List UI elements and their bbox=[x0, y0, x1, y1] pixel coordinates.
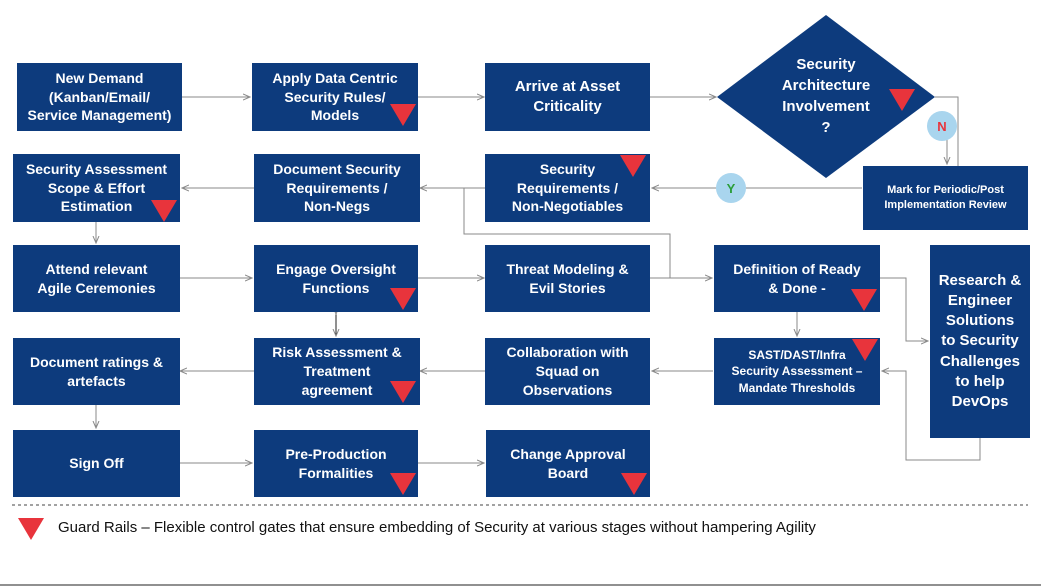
box-collaboration-label: Collaboration with Squad on Observations bbox=[506, 344, 629, 398]
arrow-ready-to-research bbox=[880, 277, 928, 341]
guard-rail-icon bbox=[851, 289, 877, 311]
box-sec-requirements-label: Security Requirements / Non-Negotiables bbox=[511, 160, 624, 215]
box-sec-assessment-scope-label: Security Assessment Scope & Effort Estim… bbox=[25, 160, 168, 215]
box-doc-ratings: Document ratings & artefacts bbox=[13, 338, 180, 405]
guard-rail-icon bbox=[621, 473, 647, 495]
guard-rail-icon bbox=[390, 473, 416, 495]
box-mark-periodic: Mark for Periodic/Post Implementation Re… bbox=[863, 166, 1028, 230]
box-definition-ready-label: Definition of Ready & Done - bbox=[733, 260, 861, 296]
guard-rail-icon bbox=[390, 381, 416, 403]
box-sign-off-label: Sign Off bbox=[69, 455, 124, 472]
box-risk-assessment-label: Risk Assessment & Treatment agreement bbox=[272, 344, 402, 398]
box-attend-agile-label: Attend relevant Agile Ceremonies bbox=[37, 260, 156, 296]
yes-branch-badge: Y bbox=[716, 173, 746, 203]
box-doc-sec-requirements: Document Security Requirements / Non-Neg… bbox=[254, 154, 420, 222]
box-change-approval: Change Approval Board bbox=[486, 430, 650, 497]
box-new-demand-label: New Demand (Kanban/Email/ Service Manage… bbox=[27, 69, 172, 124]
guard-rail-legend-icon bbox=[18, 518, 44, 540]
no-branch-label: N bbox=[937, 118, 947, 134]
box-sast-dast: SAST/DAST/Infra Security Assessment – Ma… bbox=[714, 338, 880, 405]
box-sec-requirements: Security Requirements / Non-Negotiables bbox=[485, 154, 650, 222]
box-definition-ready: Definition of Ready & Done - bbox=[714, 245, 880, 312]
guard-rail-icon bbox=[620, 155, 646, 177]
yes-branch-label: Y bbox=[726, 180, 736, 196]
box-apply-rules: Apply Data Centric Security Rules/ Model… bbox=[252, 63, 418, 131]
guard-rail-icon bbox=[390, 104, 416, 126]
box-threat-modeling-label: Threat Modeling & Evil Stories bbox=[506, 260, 629, 296]
box-engage-oversight: Engage Oversight Functions bbox=[254, 245, 418, 312]
box-research: Research & Engineer Solutions to Securit… bbox=[930, 245, 1030, 438]
box-collaboration: Collaboration with Squad on Observations bbox=[485, 338, 650, 405]
no-branch-badge: N bbox=[927, 111, 957, 141]
guard-rail-icon bbox=[151, 200, 177, 222]
box-asset-criticality-label: Arrive at Asset Criticality bbox=[514, 77, 621, 115]
box-asset-criticality: Arrive at Asset Criticality bbox=[485, 63, 650, 131]
legend-text: Guard Rails – Flexible control gates tha… bbox=[58, 519, 816, 536]
box-doc-sec-requirements-label: Document Security Requirements / Non-Neg… bbox=[273, 160, 401, 215]
arrow-research-to-sast bbox=[882, 371, 981, 461]
box-change-approval-label: Change Approval Board bbox=[510, 445, 626, 481]
box-sign-off: Sign Off bbox=[13, 430, 180, 497]
box-attend-agile: Attend relevant Agile Ceremonies bbox=[13, 245, 180, 312]
box-sast-dast-label: SAST/DAST/Infra Security Assessment – Ma… bbox=[731, 348, 863, 395]
box-sec-assessment-scope: Security Assessment Scope & Effort Estim… bbox=[13, 154, 180, 222]
box-risk-assessment: Risk Assessment & Treatment agreement bbox=[254, 338, 420, 405]
guard-rail-icon bbox=[889, 89, 915, 111]
box-threat-modeling: Threat Modeling & Evil Stories bbox=[485, 245, 650, 312]
box-doc-ratings-label: Document ratings & artefacts bbox=[29, 353, 163, 389]
box-pre-production-label: Pre-Production Formalities bbox=[285, 445, 387, 481]
box-research-label: Research & Engineer Solutions to Securit… bbox=[938, 271, 1022, 411]
guard-rail-icon bbox=[852, 339, 878, 361]
box-mark-periodic-label: Mark for Periodic/Post Implementation Re… bbox=[884, 184, 1007, 211]
box-new-demand: New Demand (Kanban/Email/ Service Manage… bbox=[17, 63, 182, 131]
guard-rail-icon bbox=[390, 288, 416, 310]
decision-diamond bbox=[717, 15, 935, 178]
decision-label: Security Architecture Involvement ? bbox=[781, 56, 871, 136]
box-pre-production: Pre-Production Formalities bbox=[254, 430, 418, 497]
box-engage-oversight-label: Engage Oversight Functions bbox=[276, 260, 396, 296]
box-apply-rules-label: Apply Data Centric Security Rules/ Model… bbox=[272, 69, 398, 124]
